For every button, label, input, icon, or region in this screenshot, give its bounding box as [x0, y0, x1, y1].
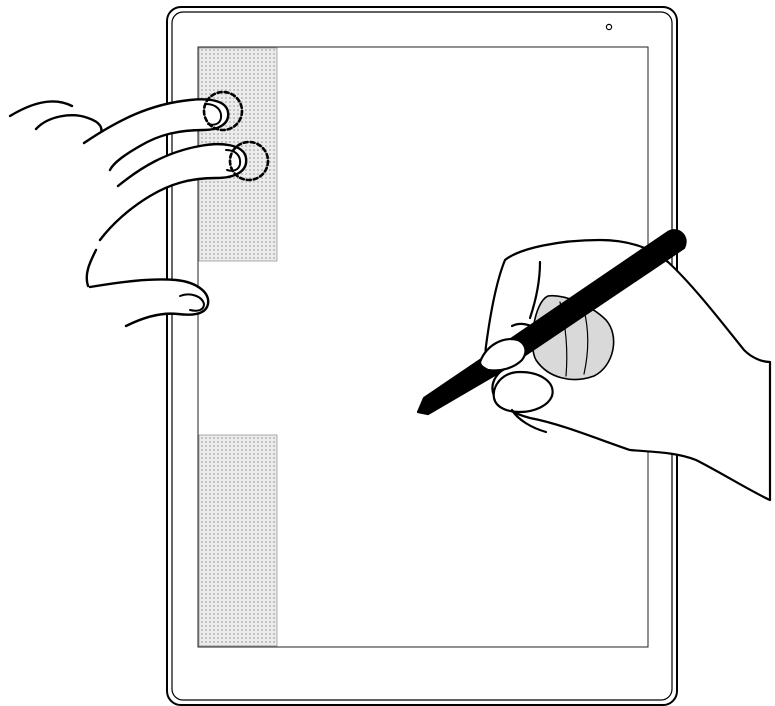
right-middle-finger	[492, 370, 554, 414]
left-hand	[8, 90, 270, 328]
index-fingernail	[205, 103, 223, 126]
middle-finger	[98, 143, 248, 242]
camera-dot-icon	[605, 23, 613, 31]
thumb-crease-2	[583, 309, 589, 375]
right-finger-line	[528, 260, 542, 320]
right-knuckle-line	[510, 408, 548, 434]
left-palm-edge	[85, 248, 98, 288]
left-hand-knuckle-line	[34, 114, 103, 138]
left-thumb	[88, 278, 210, 328]
left-hand-wrist-line	[8, 100, 74, 118]
right-hand-with-pen	[416, 229, 772, 502]
right-index-finger	[478, 338, 527, 372]
left-thumbnail	[179, 293, 205, 312]
index-finger	[82, 98, 230, 172]
dashed-circle-icon	[202, 90, 244, 132]
touch-zone-lower-left	[198, 434, 278, 647]
dashed-circle-icon	[228, 140, 270, 182]
